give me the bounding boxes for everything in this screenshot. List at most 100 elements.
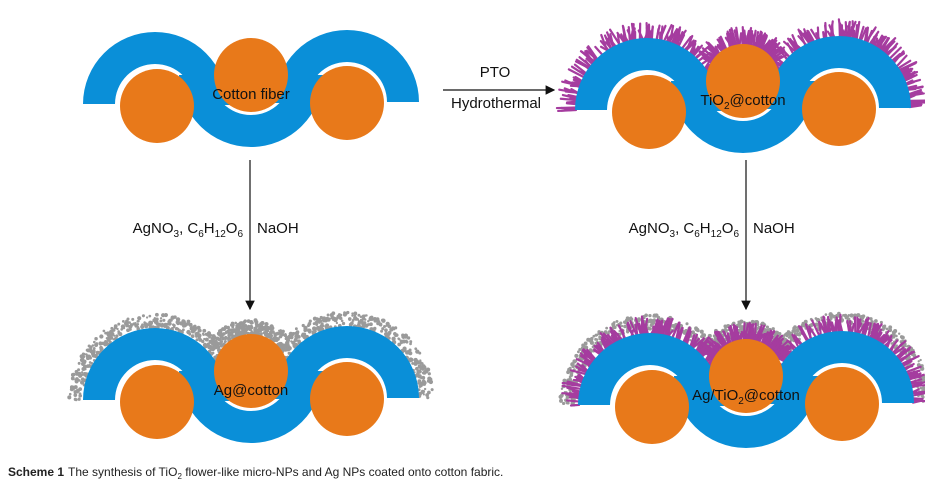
tio2-flower-petal	[822, 315, 829, 335]
panel-ag-tio2-cotton: Ag/TiO2@cotton	[558, 311, 925, 448]
tio2-flower-petal	[608, 28, 621, 46]
ag-nanoparticle	[289, 333, 292, 336]
ag-nanoparticle	[620, 324, 624, 328]
ag-nanoparticle	[120, 324, 126, 329]
ag-nanoparticle	[99, 345, 103, 350]
ag-nanoparticle	[162, 323, 168, 329]
ag-nanoparticle	[169, 322, 172, 326]
tio2-flower-petal	[567, 93, 579, 99]
ag-nanoparticle	[885, 327, 889, 331]
tio2-flower-petal	[763, 329, 776, 347]
ag-nanoparticle	[897, 332, 901, 335]
tio2-flower-petal	[846, 319, 851, 334]
tio2-flower-petal	[719, 35, 728, 51]
ag-nanoparticle	[397, 342, 402, 347]
tio2-flower-petal	[907, 92, 925, 97]
orange-particle	[802, 72, 876, 146]
ag-nanoparticle	[737, 320, 740, 323]
ag-nanoparticle	[917, 360, 920, 363]
orange-particle	[214, 334, 288, 408]
tio2-flower-petal	[904, 365, 922, 374]
tio2-flower-petal	[738, 332, 743, 342]
ag-nanoparticle	[234, 332, 239, 337]
ag-nanoparticle	[605, 331, 608, 334]
tio2-flower-petal	[863, 34, 868, 44]
ag-nanoparticle	[399, 339, 404, 344]
ag-nanoparticle	[574, 359, 578, 363]
tio2-flower-petal	[882, 41, 894, 54]
tio2-flower-petal	[701, 56, 713, 64]
ag-nanoparticle	[623, 324, 627, 329]
ag-nanoparticle	[311, 330, 314, 333]
ag-nanoparticle	[795, 328, 800, 333]
ag-nanoparticle	[112, 338, 115, 341]
ag-nanoparticle	[214, 339, 218, 343]
ag-nanoparticle	[190, 329, 196, 334]
ag-nanoparticle	[89, 345, 93, 349]
tio2-flower-petal	[858, 25, 865, 42]
tio2-flower-petal	[911, 399, 922, 404]
ag-nanoparticle	[583, 341, 588, 346]
orange-particle	[310, 362, 384, 436]
tio2-flower-petal	[826, 315, 831, 335]
ag-nanoparticle	[231, 325, 235, 329]
tio2-flower-petal	[733, 29, 740, 47]
tio2-flower-petal	[606, 333, 617, 345]
tio2-flower-petal	[571, 390, 581, 395]
ag-nanoparticle	[753, 320, 758, 324]
ag-nanoparticle	[67, 395, 72, 400]
tio2-flower-petal	[879, 41, 888, 52]
ag-nanoparticle	[588, 338, 593, 343]
ag-nanoparticle	[270, 329, 273, 332]
ag-nanoparticle	[422, 380, 427, 385]
ag-nanoparticle	[325, 323, 329, 327]
ag-nanoparticle	[111, 328, 116, 332]
ag-nanoparticle	[421, 375, 426, 380]
ag-nanoparticle	[262, 331, 266, 335]
ag-nanoparticle	[320, 324, 324, 327]
tio2-flower-petal	[891, 342, 904, 355]
tio2-flower-petal	[879, 335, 890, 345]
ag-nanoparticle	[922, 387, 925, 391]
ag-nanoparticle	[68, 392, 72, 396]
ag-nanoparticle	[619, 321, 623, 325]
ag-nanoparticle	[85, 348, 89, 352]
tio2-flower-petal	[726, 30, 734, 48]
ag-nanoparticle	[351, 314, 354, 317]
tio2-flower-petal	[594, 45, 604, 56]
ag-nanoparticle	[110, 331, 115, 337]
ag-nanoparticle	[105, 337, 109, 340]
ag-nanoparticle	[357, 313, 361, 317]
panel-label-part: Ag/TiO	[692, 387, 738, 404]
ag-nanoparticle	[625, 316, 630, 321]
ag-nanoparticle	[420, 389, 425, 394]
ag-nanoparticle	[155, 320, 159, 324]
ag-nanoparticle	[900, 335, 905, 340]
ag-nanoparticle	[141, 323, 144, 326]
ag-nanoparticle	[90, 361, 94, 365]
ag-nanoparticle	[411, 362, 415, 365]
tio2-flower-petal	[906, 370, 916, 377]
tio2-flower-petal	[863, 321, 870, 337]
ag-nanoparticle	[685, 322, 689, 326]
tio2-flower-petal	[884, 46, 896, 56]
tio2-flower-petal	[907, 375, 922, 381]
ag-nanoparticle	[331, 317, 336, 322]
tio2-flower-petal	[875, 331, 883, 343]
tio2-flower-petal	[738, 32, 743, 47]
ag-nanoparticle	[117, 322, 121, 326]
ag-nanoparticle	[566, 378, 569, 381]
tio2-flower-petal	[610, 334, 618, 344]
tio2-flower-petal	[577, 368, 589, 374]
ag-nanoparticle	[302, 336, 306, 340]
ag-nanoparticle	[93, 340, 96, 344]
ag-nanoparticle	[280, 332, 285, 337]
ag-nanoparticle	[161, 313, 166, 318]
ag-nanoparticle	[144, 322, 148, 326]
tio2-flower-petal	[901, 360, 913, 368]
ag-nanoparticle	[406, 336, 411, 340]
tio2-flower-petal	[606, 338, 611, 348]
tio2-flower-petal	[609, 330, 619, 344]
ag-nanoparticle	[306, 324, 310, 328]
